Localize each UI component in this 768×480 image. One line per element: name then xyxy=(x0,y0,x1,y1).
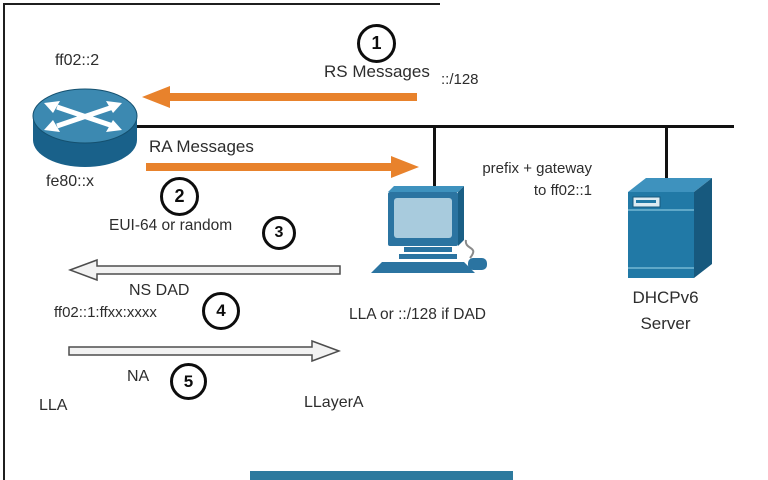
ra-messages-label: RA Messages xyxy=(149,137,254,156)
step-3-badge: 3 xyxy=(262,216,296,250)
llayera-label: LLayerA xyxy=(304,394,364,411)
server-link-line xyxy=(665,126,668,182)
ra-arrow-right-icon xyxy=(146,156,419,178)
frame-left-border xyxy=(3,3,5,480)
rs-messages-label: RS Messages xyxy=(324,62,430,81)
rs-arrow-left-icon xyxy=(142,86,417,108)
na-label: NA xyxy=(127,368,150,385)
step-3-number: 3 xyxy=(274,224,284,241)
step-5-number: 5 xyxy=(183,371,194,391)
server-name-line1: DHCPv6 xyxy=(632,288,699,307)
server-icon xyxy=(628,178,712,278)
step-1-badge: 1 xyxy=(357,24,396,63)
step-5-badge: 5 xyxy=(170,363,207,400)
router-multicast-address-label: ff02::2 xyxy=(55,52,100,69)
ra-payload-line2: to ff02::1 xyxy=(533,181,592,199)
step-2-badge: 2 xyxy=(160,177,199,216)
pc-icon xyxy=(371,186,487,273)
pc-link-line xyxy=(433,126,436,190)
network-bus-line xyxy=(131,125,734,128)
step-1-number: 1 xyxy=(371,33,382,53)
eui64-or-random-label: EUI-64 or random xyxy=(109,217,233,234)
step-4-badge: 4 xyxy=(202,292,240,330)
ns-dad-arrow-left-icon xyxy=(68,258,341,282)
pc-address-label: LLA or ::/128 if DAD xyxy=(349,306,486,323)
step-4-number: 4 xyxy=(216,301,226,320)
server-name-line2: Server xyxy=(640,313,691,333)
router-icon xyxy=(32,88,138,167)
step-2-number: 2 xyxy=(174,186,185,206)
router-link-local-address-label: fe80::x xyxy=(46,173,95,190)
na-arrow-right-icon xyxy=(68,339,341,363)
ns-dad-label: NS DAD xyxy=(129,282,190,299)
ra-payload-line1: prefix + gateway xyxy=(482,160,592,177)
lla-label: LLA xyxy=(39,397,68,414)
rs-source-address-label: ::/128 xyxy=(441,71,479,88)
bottom-progress-bar xyxy=(250,471,513,480)
frame-top-border xyxy=(3,3,440,5)
solicited-node-address-label: ff02::1:ffxx:xxxx xyxy=(54,304,157,321)
